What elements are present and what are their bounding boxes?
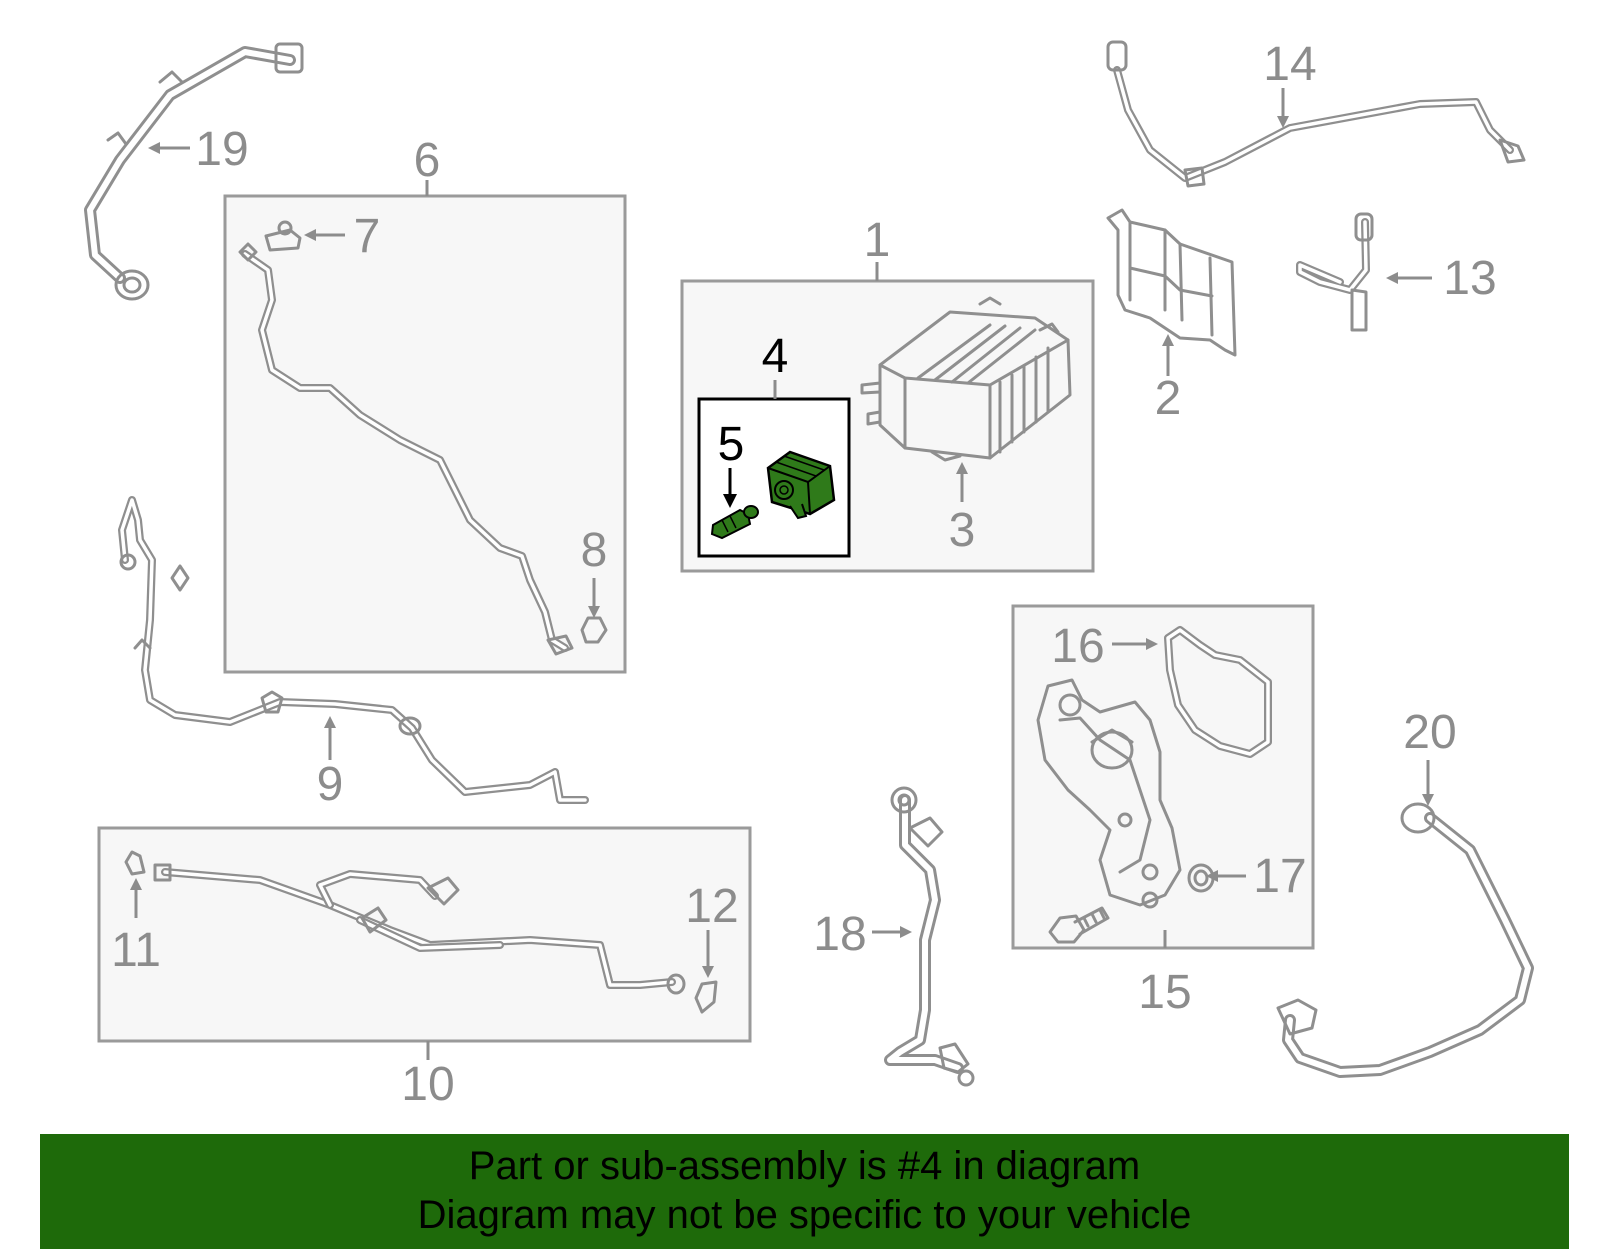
part-4-purge-solenoid xyxy=(766,450,836,520)
part-18-hose xyxy=(884,786,975,1087)
callout-9: 9 xyxy=(317,758,344,811)
part-20-hose xyxy=(1276,802,1534,1078)
group-frame-6 xyxy=(223,194,627,674)
callout-10: 10 xyxy=(401,1058,454,1111)
callout-11: 11 xyxy=(111,924,161,977)
callout-4: 4 xyxy=(762,330,789,383)
callout-16: 16 xyxy=(1051,620,1104,673)
callout-3: 3 xyxy=(949,504,976,557)
callout-17: 17 xyxy=(1253,850,1306,903)
callout-8: 8 xyxy=(581,524,608,577)
part-15-bolt xyxy=(1048,906,1110,944)
callout-20: 20 xyxy=(1403,706,1456,759)
part-5-valve xyxy=(710,505,759,540)
callout-7: 7 xyxy=(354,210,381,263)
info-banner: Part or sub-assembly is #4 in diagram Di… xyxy=(40,1134,1569,1249)
part-6-line xyxy=(238,242,574,656)
callout-15: 15 xyxy=(1138,966,1191,1019)
part-9-line xyxy=(118,496,589,804)
part-13-sensor xyxy=(1296,212,1374,332)
callout-2: 2 xyxy=(1155,372,1182,425)
part-10-line xyxy=(153,863,686,995)
part-7-clip xyxy=(264,220,302,252)
group-frame-15 xyxy=(1011,604,1315,950)
banner-line-2: Diagram may not be specific to your vehi… xyxy=(417,1193,1192,1237)
part-8-cap xyxy=(580,616,608,644)
part-3-canister xyxy=(860,296,1072,462)
callout-5: 5 xyxy=(718,418,745,471)
callout-13: 13 xyxy=(1443,252,1496,305)
part-2-shield xyxy=(1106,208,1237,357)
callout-12: 12 xyxy=(685,880,738,933)
callout-14: 14 xyxy=(1263,38,1316,91)
group-frame-10 xyxy=(97,826,752,1043)
callout-18: 18 xyxy=(813,908,866,961)
part-16-gasket xyxy=(1164,626,1272,758)
part-11-clip xyxy=(124,850,146,876)
banner-line-1: Part or sub-assembly is #4 in diagram xyxy=(468,1144,1141,1188)
callout-1: 1 xyxy=(864,214,891,267)
callout-19: 19 xyxy=(195,123,248,176)
part-12-clip xyxy=(694,980,718,1014)
part-19-hose xyxy=(84,42,304,301)
part-15-housing xyxy=(1036,678,1182,909)
leader-lines xyxy=(130,88,1434,1060)
part-14-harness xyxy=(1106,40,1526,188)
callout-6: 6 xyxy=(414,134,441,187)
